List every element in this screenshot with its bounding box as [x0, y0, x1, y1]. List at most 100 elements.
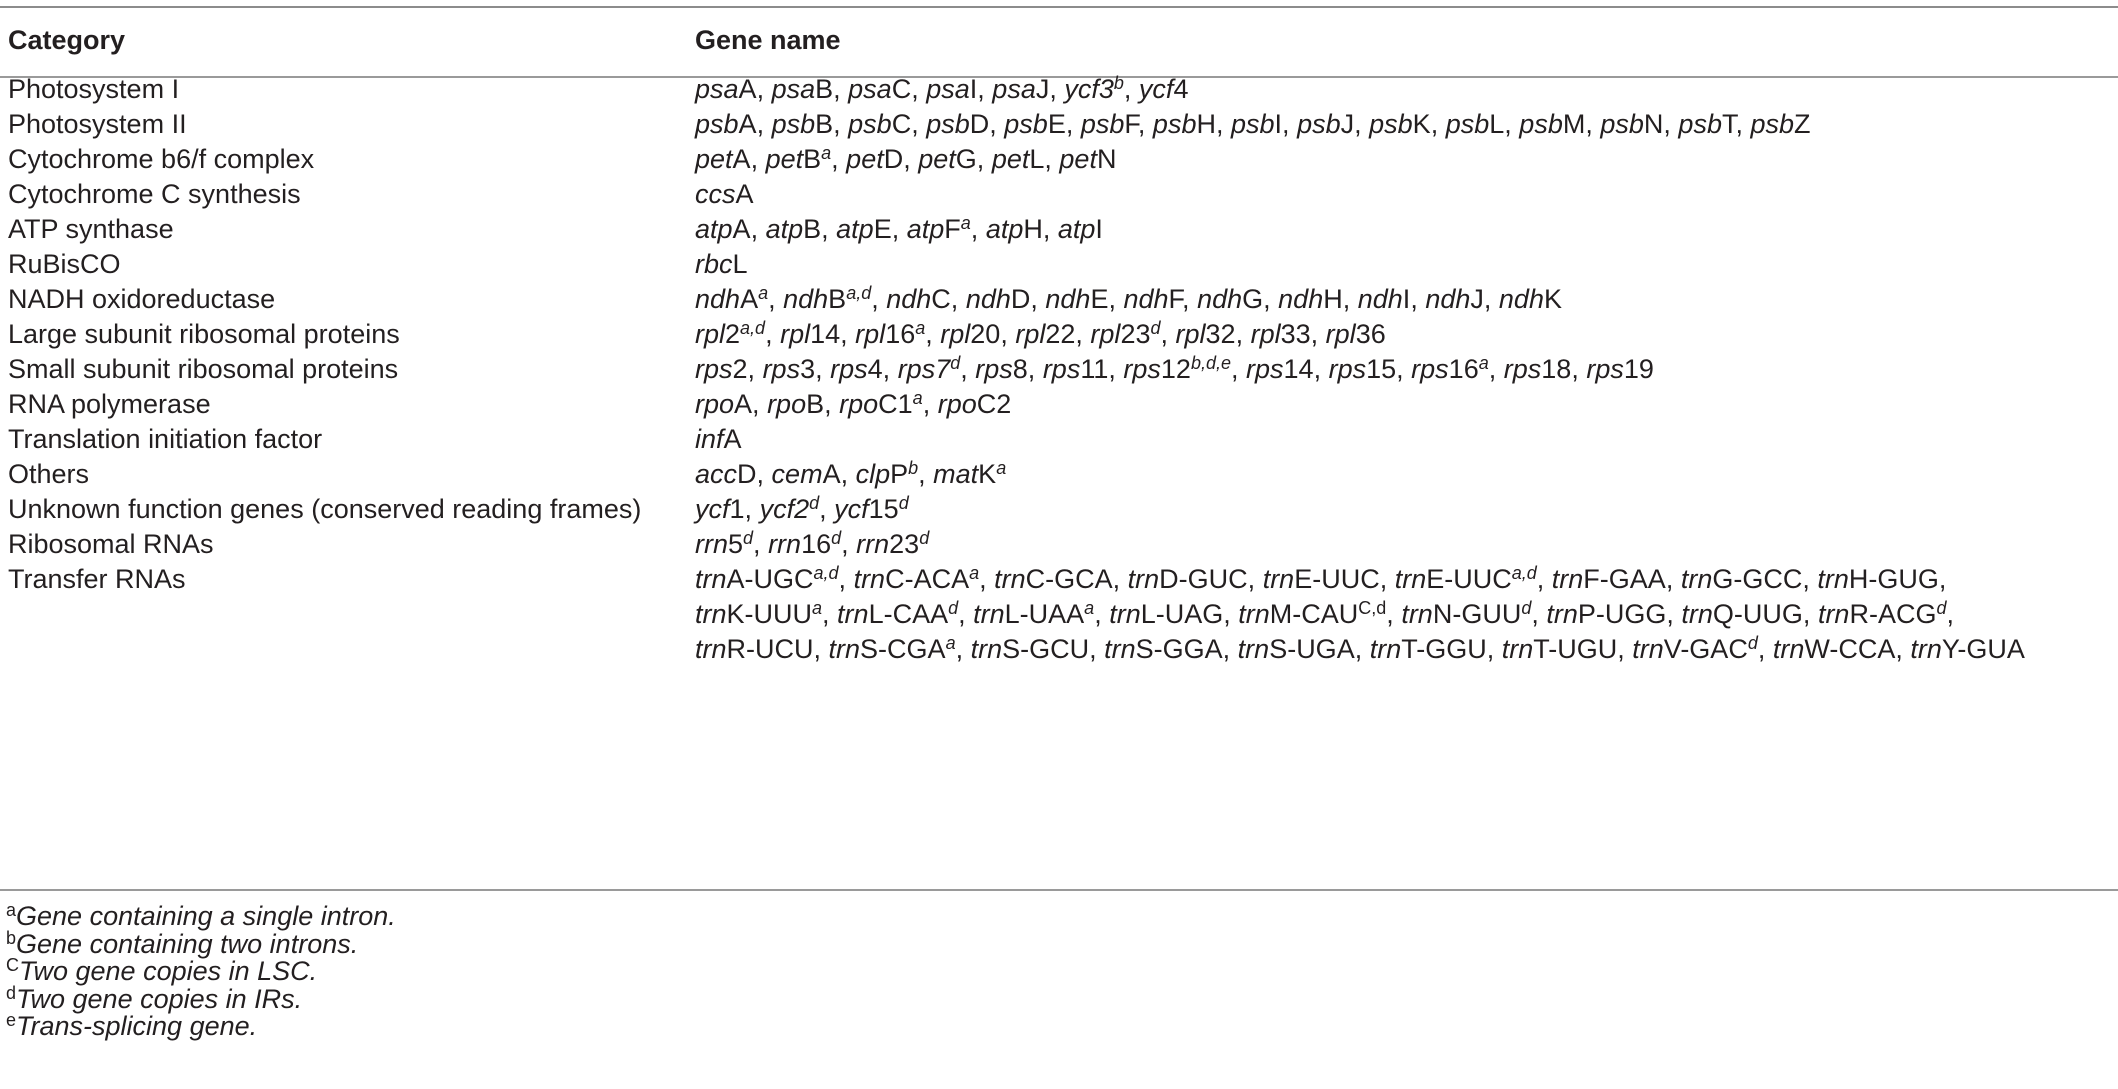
gene-suffix: F [944, 214, 961, 244]
gene-suffix: K-UUU [726, 599, 813, 629]
gene-prefix: pet [918, 144, 956, 174]
row-category: Photosystem I [8, 74, 180, 104]
gene-prefix: trn [1632, 634, 1664, 664]
gene-name: trnA-UGCa,d [695, 564, 839, 594]
gene-prefix: rps [830, 354, 868, 384]
gene-footnote-mark: a,d [846, 283, 872, 303]
gene-prefix: psb [1519, 109, 1563, 139]
gene-name: trnD-GUC [1128, 564, 1248, 594]
gene-suffix: A-UGC [726, 564, 814, 594]
gene-prefix: psb [926, 109, 970, 139]
gene-name: rps8 [975, 354, 1028, 384]
gene-name: ycf1 [695, 494, 745, 524]
gene-prefix: ndh [965, 284, 1011, 314]
gene-prefix: atp [906, 214, 945, 244]
gene-suffix: A [740, 284, 759, 314]
gene-prefix: trn [1237, 634, 1270, 664]
gene-prefix: rpl [1015, 319, 1046, 349]
gene-prefix: ndh [783, 284, 829, 314]
gene-prefix: trn [1394, 564, 1427, 594]
gene-prefix: psb [1445, 109, 1490, 139]
gene-name: trnH-GUG [1817, 564, 1939, 594]
gene-suffix: I [1402, 284, 1411, 314]
gene-name: rps16a [1411, 354, 1489, 384]
gene-suffix: D-GUC [1159, 564, 1248, 594]
gene-name: psbN [1600, 109, 1663, 139]
gene-footnote-mark: a [945, 633, 956, 653]
gene-prefix: trn [1546, 599, 1578, 629]
gene-prefix: trn [853, 564, 886, 594]
gene-prefix: rps7 [897, 354, 951, 384]
gene-name: ycf3b [1064, 74, 1124, 104]
row-gene-list: rpl2a,d, rpl14, rpl16a, rpl20, rpl22, rp… [695, 318, 1386, 349]
gene-suffix: 33 [1280, 319, 1311, 349]
gene-footnote-mark: a [812, 598, 823, 618]
gene-prefix: pet [991, 144, 1030, 174]
gene-prefix: ndh [1045, 284, 1091, 314]
gene-name: ndhC [886, 284, 951, 314]
row-category: Cytochrome b6/f complex [8, 144, 315, 174]
gene-name: rpl14 [780, 319, 840, 349]
gene-suffix: 4 [1173, 74, 1189, 104]
gene-prefix: psa [695, 74, 739, 104]
gene-name: trnM-CAUC,d [1238, 599, 1386, 629]
gene-name: clpPb [856, 459, 919, 489]
gene-footnote-mark: d [809, 493, 820, 513]
gene-name: rps3 [763, 354, 816, 384]
row-category: RuBisCO [8, 249, 121, 279]
footnote-text: Two gene copies in LSC. [19, 956, 318, 986]
gene-prefix: trn [973, 599, 1005, 629]
row-gene-list: atpA, atpB, atpE, atpFa, atpH, atpI [695, 213, 1103, 244]
row-category: Photosystem II [8, 109, 187, 139]
gene-prefix: mat [933, 459, 979, 489]
footnote-mark: a [6, 900, 17, 920]
gene-name: matKa [933, 459, 1006, 489]
gene-prefix: trn [1772, 634, 1805, 664]
gene-prefix: psb [1369, 109, 1413, 139]
gene-suffix: 11 [1080, 354, 1109, 384]
row-gene-list: psbA, psbB, psbC, psbD, psbE, psbF, psbH… [695, 109, 1811, 139]
gene-prefix: atp [1057, 214, 1096, 244]
gene-name: trnK-UUUa [695, 599, 822, 629]
row-gene-list: ycf1, ycf2d, ycf15d [695, 493, 909, 524]
gene-footnote-mark: d [948, 598, 959, 618]
row-gene-list: rrn5d, rrn16d, rrn23d [695, 528, 930, 559]
gene-name: trnE-UUCa,d [1395, 564, 1537, 594]
gene-name: trnT-UGU [1502, 634, 1618, 664]
gene-prefix: psb [1004, 109, 1048, 139]
footnote: dTwo gene copies in IRs. [6, 981, 302, 1018]
gene-suffix: 32 [1205, 319, 1236, 349]
gene-prefix: trn [828, 634, 861, 664]
gene-suffix: I [969, 74, 978, 104]
gene-name: rps15 [1329, 354, 1397, 384]
row-gene-list: petA, petBa, petD, petG, petL, petN [695, 143, 1117, 174]
gene-name: rpoA [695, 389, 752, 419]
gene-suffix: 1 [729, 494, 745, 524]
gene-name: psbB [772, 109, 834, 139]
gene-suffix: 36 [1355, 319, 1386, 349]
gene-name: psbD [926, 109, 989, 139]
gene-suffix: M [1562, 109, 1586, 139]
gene-prefix: rrn [856, 529, 890, 559]
gene-prefix: trn [1817, 599, 1850, 629]
gene-prefix: ndh [1197, 284, 1243, 314]
gene-footnote-mark: a [1478, 353, 1489, 373]
gene-name: trnY-GUA [1910, 634, 2025, 664]
gene-name: ndhK [1499, 284, 1562, 314]
footnote-text: Trans-splicing gene. [16, 1011, 258, 1041]
gene-name: ndhI [1358, 284, 1411, 314]
gene-suffix: C-ACA [885, 564, 970, 594]
gene-suffix: B [803, 214, 822, 244]
gene-prefix: rpl [1175, 319, 1206, 349]
gene-name: trnN-GUUd [1401, 599, 1531, 629]
gene-suffix: 23 [1120, 319, 1151, 349]
gene-suffix: S-GCU [1002, 634, 1090, 664]
gene-suffix: K [1412, 109, 1431, 139]
gene-prefix: inf [695, 424, 724, 454]
gene-name: rrn5d [695, 529, 753, 559]
gene-suffix: H [1196, 109, 1216, 139]
gene-suffix: A [738, 109, 757, 139]
gene-prefix: pet [1059, 144, 1097, 174]
gene-suffix: A [732, 144, 751, 174]
gene-prefix: rpl [695, 319, 726, 349]
